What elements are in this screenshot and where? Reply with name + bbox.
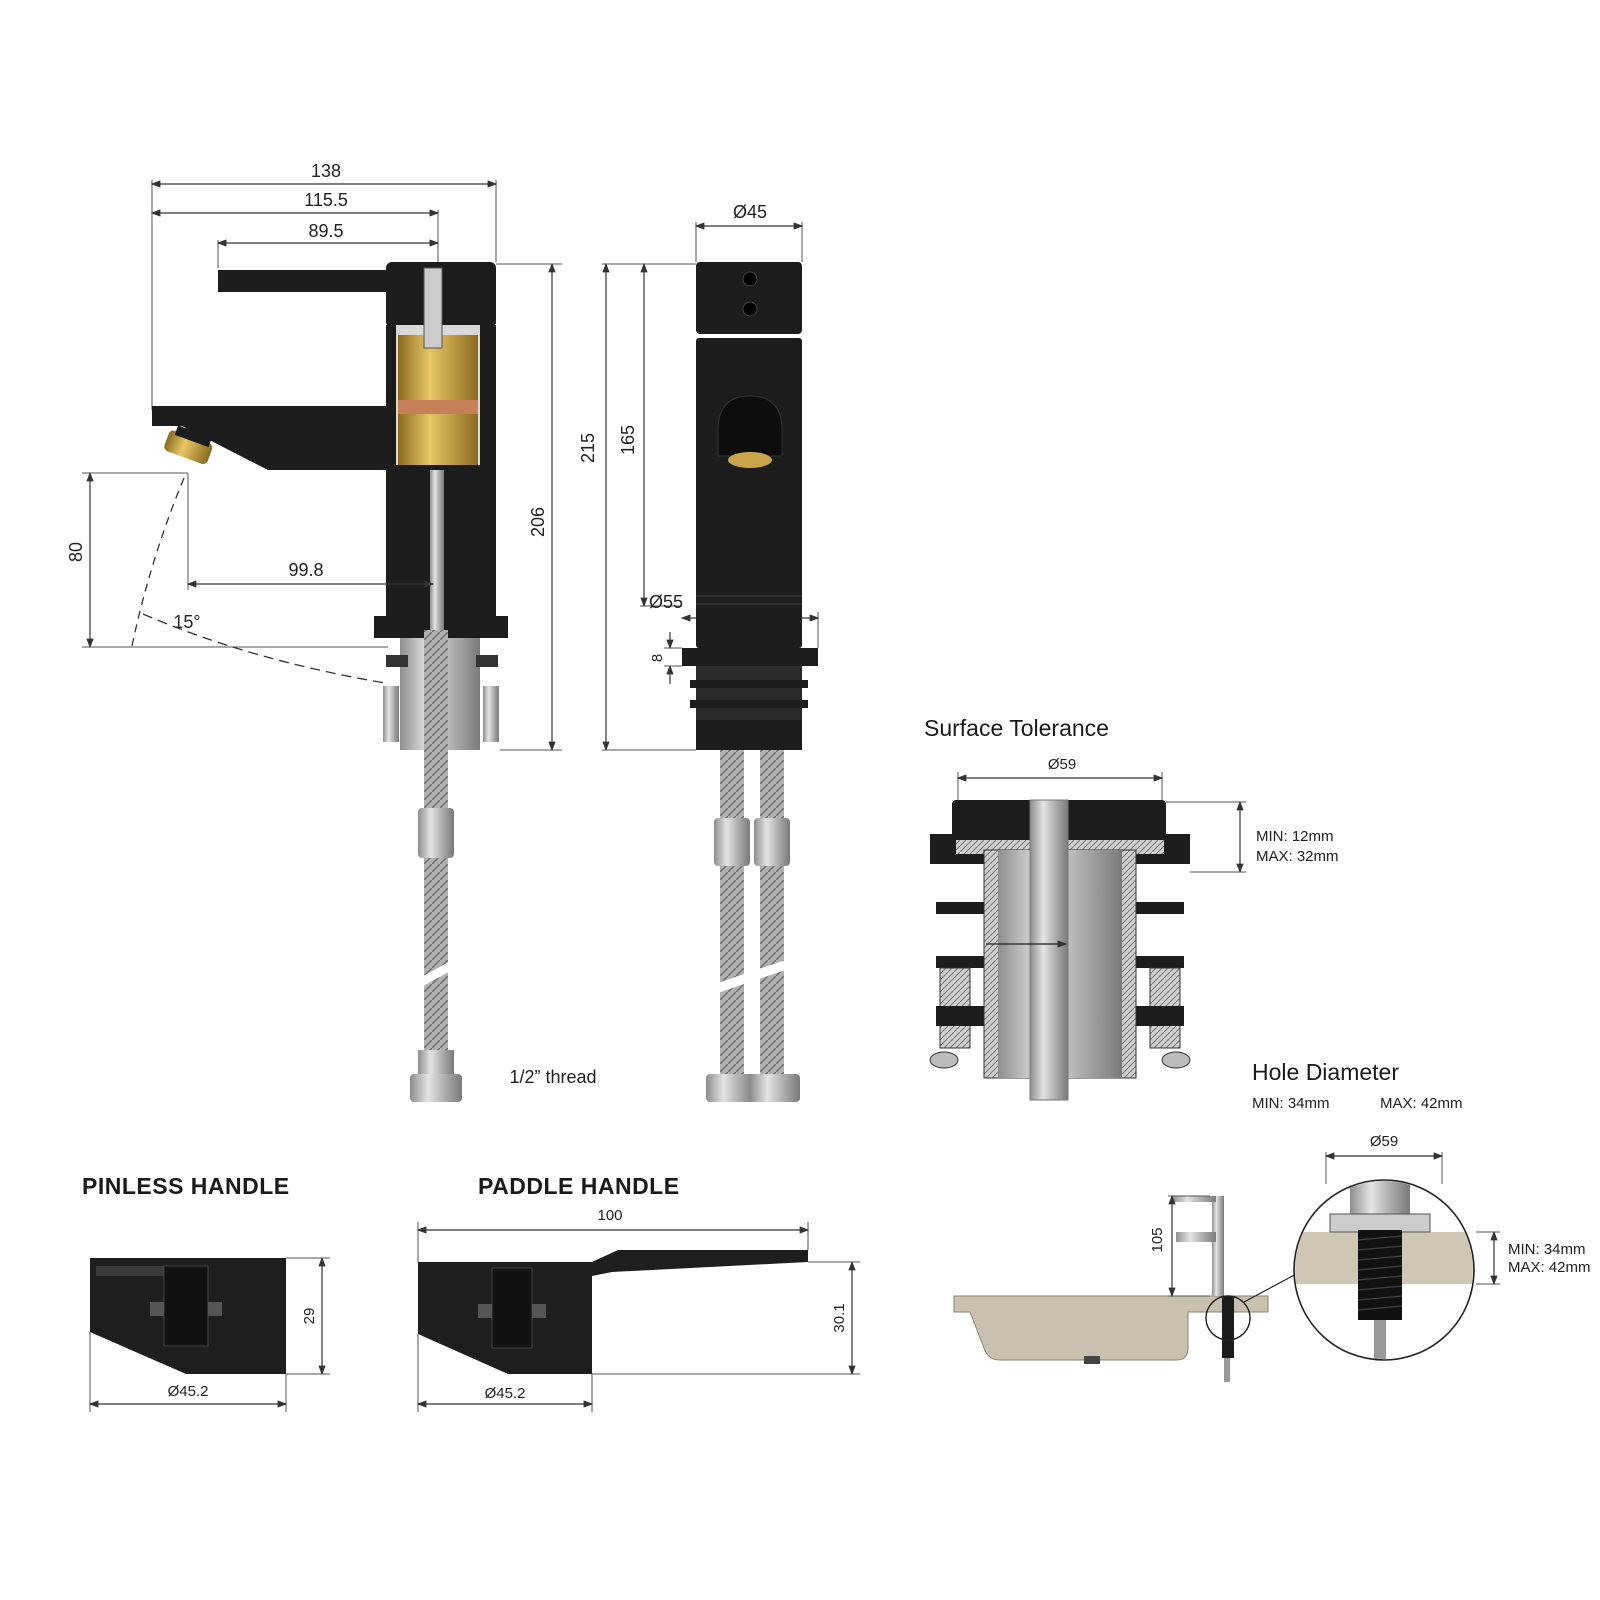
paddle-handle-title: PADDLE HANDLE: [478, 1173, 680, 1199]
dim-dia55: Ø55: [649, 592, 683, 612]
surface-max: MAX: 32mm: [1256, 848, 1339, 865]
thread-note: 1/2” thread: [509, 1067, 596, 1087]
dim-89-5: 89.5: [308, 221, 343, 241]
hole-max: MAX: 42mm: [1380, 1095, 1463, 1112]
surface-dia59: Ø59: [1048, 756, 1076, 773]
hole-diameter-title: Hole Diameter: [1252, 1059, 1399, 1085]
dim-dia45: Ø45: [733, 202, 767, 222]
side-view: [82, 180, 562, 1102]
paddle-dim-100: 100: [597, 1207, 622, 1224]
hole-dia59: Ø59: [1370, 1133, 1398, 1150]
dim-8: 8: [649, 654, 666, 662]
dim-80: 80: [66, 542, 86, 562]
paddle-dim-dia45-2: Ø45.2: [485, 1385, 526, 1402]
spout: [152, 406, 386, 470]
dim-105: 105: [1149, 1227, 1166, 1252]
front-view: [602, 222, 820, 1102]
hole-detail-min: MIN: 34mm: [1508, 1241, 1586, 1258]
hole-min: MIN: 34mm: [1252, 1095, 1330, 1112]
dim-138: 138: [311, 161, 341, 181]
front-flange: [682, 648, 818, 666]
front-body: [696, 338, 802, 648]
dim-115-5: 115.5: [304, 190, 348, 210]
surface-min: MIN: 12mm: [1256, 828, 1334, 845]
dim-215: 215: [578, 433, 598, 463]
dim-206: 206: [528, 507, 548, 537]
surface-tolerance-title: Surface Tolerance: [924, 715, 1109, 741]
surface-tolerance-section: [929, 772, 1246, 1101]
aerator: [164, 425, 213, 465]
basin-install-diagram: [953, 1152, 1500, 1382]
angle-15: 15°: [173, 612, 200, 632]
hose-nut: [410, 1074, 462, 1102]
pinless-dim-dia45-2: Ø45.2: [168, 1383, 209, 1400]
pinless-handle-drawing: [88, 1256, 330, 1412]
pinless-handle-title: PINLESS HANDLE: [82, 1173, 290, 1199]
front-cap: [696, 262, 802, 334]
paddle-handle-drawing: [416, 1222, 860, 1412]
lever-handle: [218, 270, 400, 292]
paddle-dim-30-1: 30.1: [831, 1303, 848, 1332]
hole-detail-max: MAX: 42mm: [1508, 1259, 1591, 1276]
pinless-dim-29: 29: [301, 1308, 318, 1325]
dim-165: 165: [618, 425, 638, 455]
flexi-hose: [424, 630, 448, 810]
dim-99-8: 99.8: [288, 560, 323, 580]
